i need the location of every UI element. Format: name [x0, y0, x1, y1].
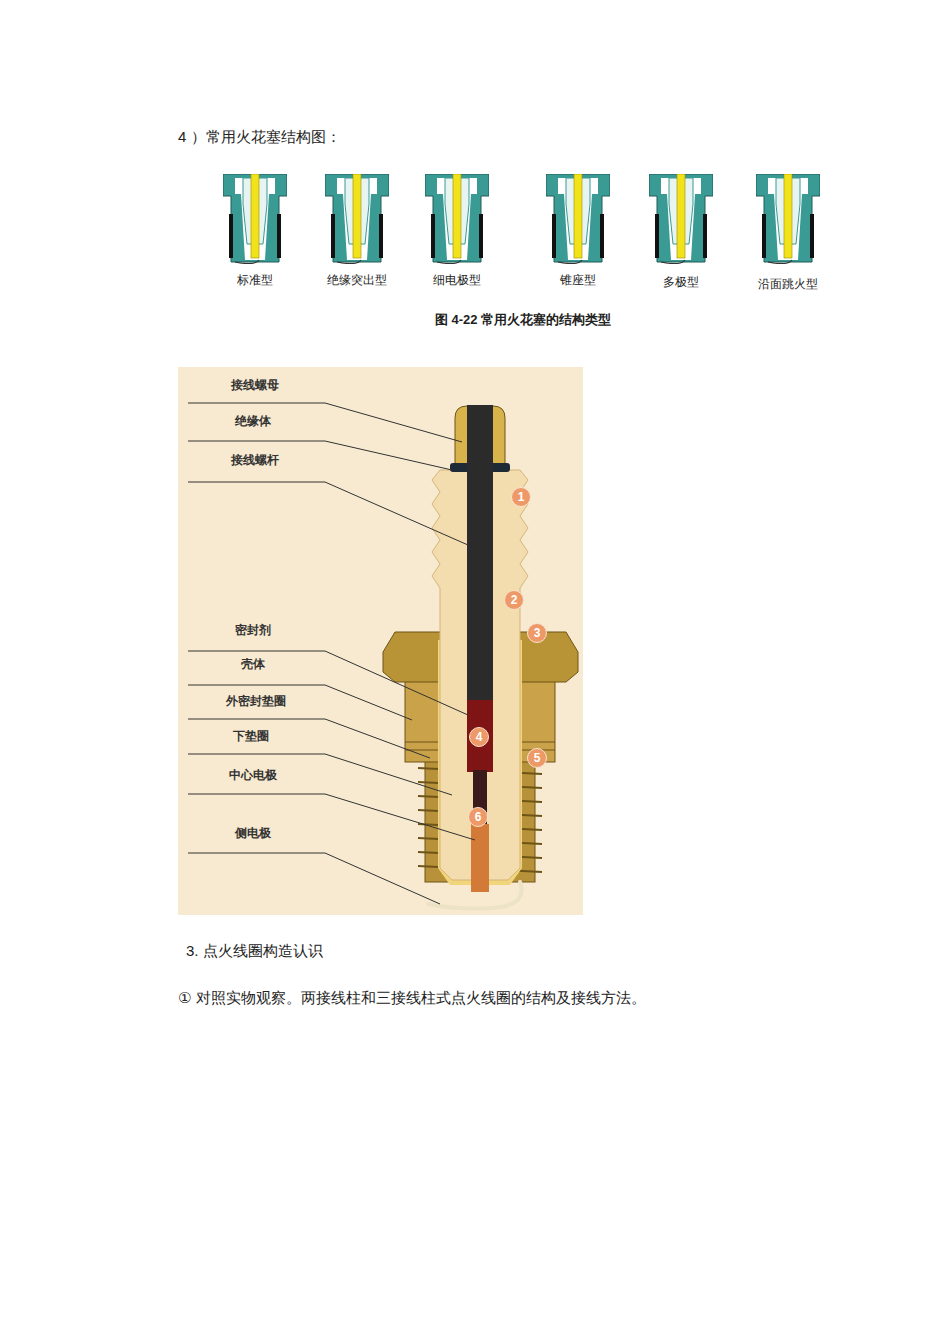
type-name: 标准型 [237, 273, 273, 287]
part-name: 接线螺母 [231, 378, 279, 392]
plug-projected [325, 174, 389, 264]
callout-number: 4 [469, 727, 489, 747]
part-name: 外密封垫圈 [226, 694, 286, 708]
callout-text: 1 [518, 491, 525, 503]
part-name: 侧电极 [235, 826, 271, 840]
part-name: 绝缘体 [235, 414, 271, 428]
type-name: 沿面跳火型 [758, 277, 818, 291]
type-name: 细电极型 [433, 273, 481, 287]
plug-type-figures [223, 174, 820, 264]
body-text: ① 对照实物观察。两接线柱和三接线柱式点火线圈的结构及接线方法。 [178, 989, 646, 1007]
type-name: 多极型 [663, 275, 699, 289]
spark-plug-section [178, 367, 583, 915]
plug-surface [756, 174, 820, 264]
figure-caption: 图 4-22 常用火花塞的结构类型 [435, 312, 611, 328]
callout-number: 6 [468, 807, 488, 827]
part-name: 下垫圈 [233, 729, 269, 743]
plug-multi [649, 174, 713, 264]
part-name: 壳体 [241, 657, 265, 671]
type-name: 锥座型 [560, 273, 596, 287]
plug-standard [223, 174, 287, 264]
callout-text: 6 [475, 811, 482, 823]
callout-number: 2 [504, 590, 524, 610]
type-name: 绝缘突出型 [327, 273, 387, 287]
callout-number: 1 [511, 487, 531, 507]
part-name: 中心电极 [229, 768, 277, 782]
callout-number: 3 [527, 623, 547, 643]
callout-number: 5 [527, 748, 547, 768]
section-heading: 3. 点火线圈构造认识 [186, 942, 323, 960]
callout-text: 5 [534, 752, 541, 764]
callout-text: 2 [511, 594, 518, 606]
part-name: 密封剂 [235, 623, 271, 637]
callout-text: 3 [534, 627, 541, 639]
leader-lines [188, 403, 475, 904]
plug-fine [425, 174, 489, 264]
callout-text: 4 [476, 731, 483, 743]
section-heading: 4 ）常用火花塞结构图： [178, 128, 341, 146]
plug-taper [546, 174, 610, 264]
part-name: 接线螺杆 [231, 453, 279, 467]
